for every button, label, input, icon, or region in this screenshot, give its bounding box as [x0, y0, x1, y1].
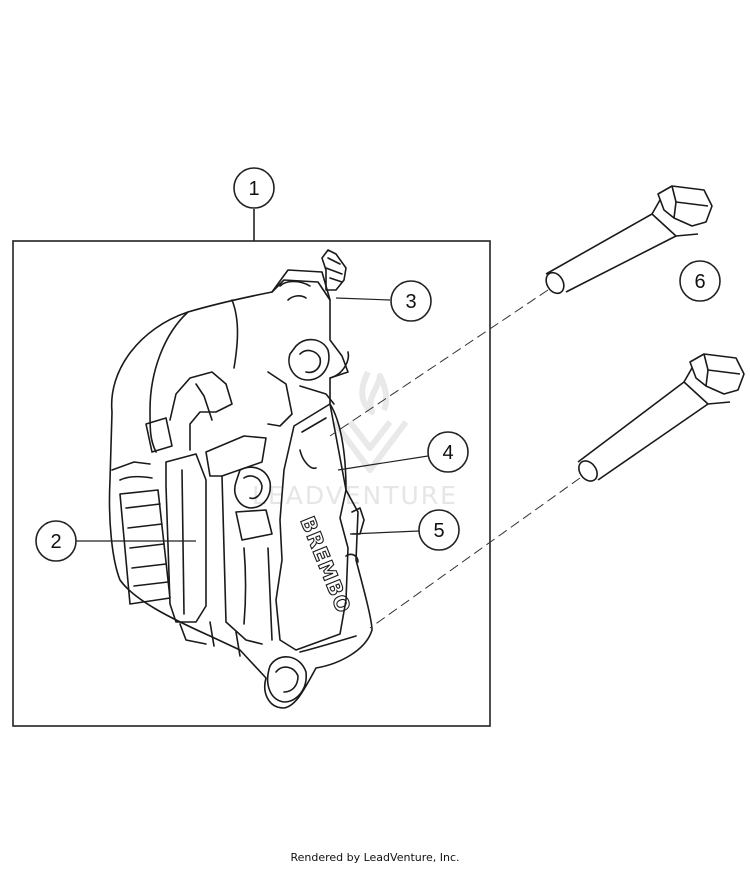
callout-2: 2 — [35, 520, 77, 562]
callout-4-label: 4 — [442, 442, 453, 464]
bolt-axis-lines — [329, 289, 581, 629]
callout-3: 3 — [390, 280, 432, 322]
leader-lines — [76, 297, 429, 542]
flame-v-logo-icon — [331, 370, 409, 473]
assembly-frame — [12, 209, 491, 727]
bolt-lower — [577, 353, 745, 482]
callout-6: 6 — [679, 260, 721, 302]
brake-caliper — [108, 249, 373, 709]
watermark: LEADVENTURE — [252, 370, 456, 510]
callout-4: 4 — [427, 431, 469, 473]
callout-5-label: 5 — [433, 520, 444, 542]
footer-credit: Rendered by LeadVenture, Inc. — [290, 851, 460, 864]
callout-5: 5 — [418, 509, 460, 551]
callout-6-label: 6 — [694, 271, 705, 293]
callout-2-label: 2 — [50, 531, 61, 553]
callout-1-label: 1 — [248, 178, 259, 200]
callout-1: 1 — [233, 167, 275, 209]
callout-3-label: 3 — [405, 291, 416, 313]
bolt-upper — [545, 185, 713, 295]
